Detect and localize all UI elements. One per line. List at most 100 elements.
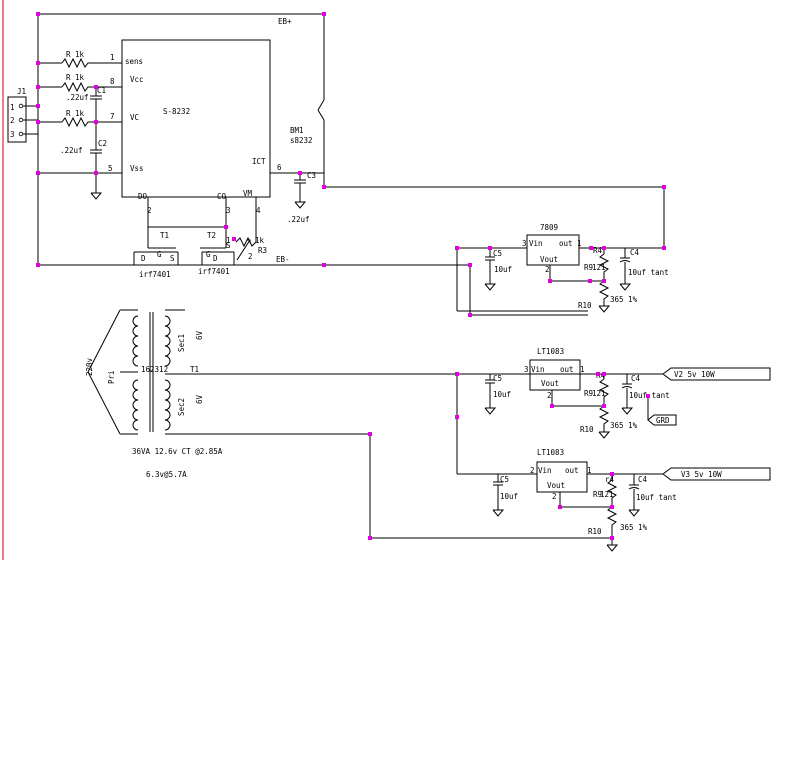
- junction-node: [94, 171, 98, 175]
- junction-node: [298, 171, 302, 175]
- junction-node: [368, 432, 372, 436]
- reg3-r9-value: 121: [600, 490, 614, 499]
- c2-value: .22uf: [60, 146, 83, 155]
- junction-node: [36, 104, 40, 108]
- reg1-name: 7809: [540, 223, 558, 232]
- t2-d-pin: D: [213, 254, 218, 263]
- pin-vss-label: Vss: [130, 164, 144, 173]
- junction-node: [455, 415, 459, 419]
- j1-pin1: 1: [10, 103, 15, 112]
- c1-ref: C1: [97, 86, 106, 95]
- xfmr-6v-a: 6V: [195, 330, 204, 340]
- pin-co-label: CO: [217, 192, 227, 201]
- junction-node: [468, 313, 472, 317]
- r2-label: R 1k: [66, 73, 85, 82]
- bm1-ref: BM1: [290, 126, 304, 135]
- reg3-out: out: [565, 466, 579, 475]
- junction-node: [610, 472, 614, 476]
- transformer: 220v Pri Sec1 6V Sec2 6V 162312 T1 36VA …: [85, 309, 663, 538]
- reg3-vout: Vout: [547, 481, 565, 490]
- junction-node: [610, 536, 614, 540]
- reg3-r9: R9: [593, 490, 602, 499]
- t2-part: irf7401: [198, 267, 230, 276]
- j1-pin3: 3: [10, 130, 15, 139]
- r3-label: R3: [258, 246, 267, 255]
- eb-minus-rail: EB-: [38, 255, 471, 315]
- reg2-out: out: [560, 365, 574, 374]
- t2-g-pin: G: [206, 250, 211, 259]
- reg2-grd-port: [647, 414, 677, 426]
- t2-label: T2: [207, 231, 216, 240]
- reg3-r10: R10: [588, 527, 602, 536]
- junction-node: [36, 263, 40, 267]
- c3-value: .22uf: [287, 215, 310, 224]
- reg3-pin3: 2: [530, 466, 535, 475]
- junction-node: [468, 263, 472, 267]
- r3-value: 1k: [255, 236, 265, 245]
- junction-node: [589, 246, 593, 250]
- reg2-c5-ref: C5: [493, 374, 502, 383]
- reg2-c5-value: 10uf: [493, 390, 511, 399]
- pin7-number: 7: [110, 112, 115, 121]
- junction-node: [322, 12, 326, 16]
- junction-nodes: [36, 12, 666, 540]
- junction-node: [610, 505, 614, 509]
- eb-plus-label: EB+: [278, 17, 292, 26]
- reg2-output-port: [662, 367, 771, 381]
- reg3-pin1: 1: [587, 466, 592, 475]
- reg1-c4-ref: C4: [630, 248, 640, 257]
- pin-sens-label: sens: [125, 57, 143, 66]
- pin-vcc-label: Vcc: [130, 75, 144, 84]
- reg3-pin2: 2: [552, 492, 557, 501]
- reg1-pin3: 3: [522, 239, 527, 248]
- junction-node: [488, 246, 492, 250]
- t1-g-pin: G: [157, 250, 162, 259]
- regulator-7809: 7809 3 Vin out 1 Vout 2 C5 10uf R4 R9 12…: [456, 223, 669, 316]
- reg1-c5-ref: C5: [493, 249, 502, 258]
- reg3-vin: Vin: [538, 466, 552, 475]
- junction-node: [322, 185, 326, 189]
- xfmr-220v: 220v: [85, 357, 94, 376]
- pin1-number: 1: [110, 53, 115, 62]
- junction-node: [455, 372, 459, 376]
- junction-node: [36, 171, 40, 175]
- chip-name: S-8232: [163, 107, 190, 116]
- reg3-output-label: V3 5v 10W: [681, 470, 722, 479]
- pin6-number: 6: [277, 163, 282, 172]
- xfmr-pins: 162312: [141, 365, 168, 374]
- pin8-number: 8: [110, 77, 115, 86]
- connector-j1: J1 1 2 3: [7, 87, 38, 143]
- junction-node: [588, 279, 592, 283]
- junction-node: [602, 279, 606, 283]
- junction-node: [646, 394, 650, 398]
- junction-node: [602, 246, 606, 250]
- reg1-r9-value: 121: [592, 263, 606, 272]
- t1-d-pin: D: [141, 254, 146, 263]
- eb-plus-rail: EB+: [38, 13, 665, 248]
- junction-node: [224, 225, 228, 229]
- reg3-r10-value: 365 1%: [620, 523, 648, 532]
- junction-node: [94, 85, 98, 89]
- reg2-vout: Vout: [541, 379, 559, 388]
- c3-ref: C3: [307, 171, 316, 180]
- junction-node: [550, 404, 554, 408]
- reg1-vout: Vout: [540, 255, 558, 264]
- pin3-number: 3: [226, 206, 231, 215]
- reg1-r10: R10: [578, 301, 592, 310]
- reg1-pin1: 1: [577, 239, 582, 248]
- t1-part: irf7401: [139, 270, 171, 279]
- reg2-c4-ref: C4: [631, 374, 641, 383]
- junction-node: [455, 246, 459, 250]
- xfmr-rating2: 6.3v@5.7A: [146, 470, 187, 479]
- reg2-r10: R10: [580, 425, 594, 434]
- junction-node: [558, 505, 562, 509]
- junction-node: [36, 85, 40, 89]
- reg2-pin2: 2: [547, 391, 552, 400]
- junction-node: [602, 372, 606, 376]
- chip-s8232: S-8232 sens Vcc VC Vss ICT DO CO VM 1 8 …: [38, 39, 324, 248]
- j1-label: J1: [17, 87, 26, 96]
- xfmr-pri: Pri: [107, 370, 116, 384]
- reg2-vin: Vin: [531, 365, 545, 374]
- reg2-pin3: 3: [524, 365, 529, 374]
- input-network: R 1k R 1k R 1k .22uf C1 C2 .22uf C3 .22u…: [38, 50, 316, 224]
